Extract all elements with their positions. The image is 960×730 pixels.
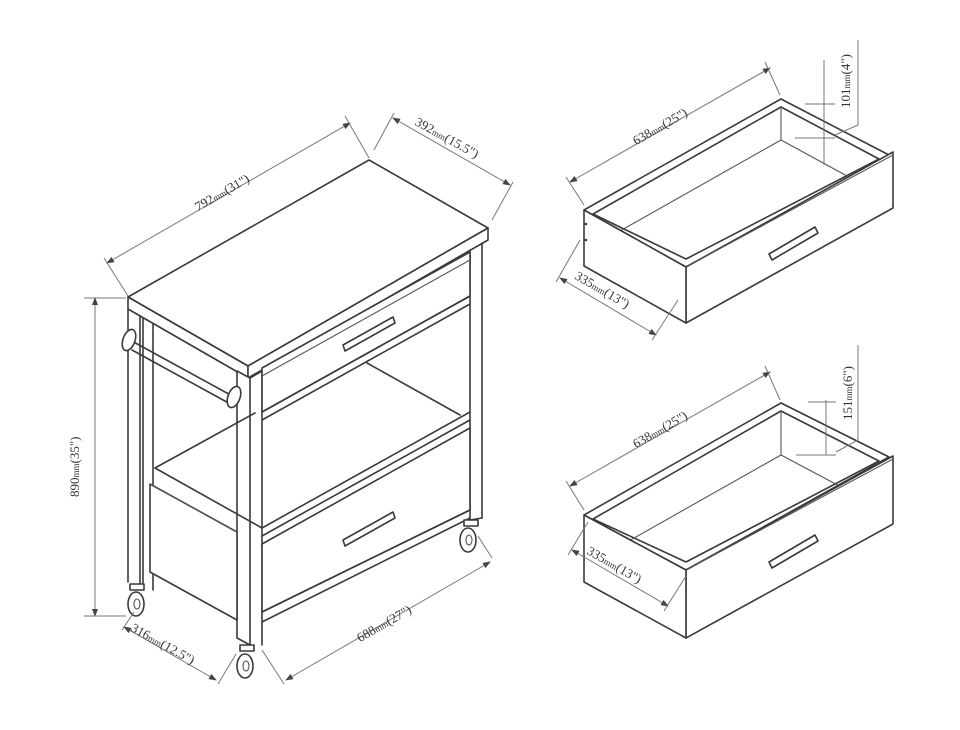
towel-bar: [121, 328, 242, 409]
drawer-top-height-label: 101mm(4"): [838, 54, 853, 108]
drawer-top: [583, 98, 894, 324]
cart-height-label: 890mm(35"): [67, 436, 82, 497]
kitchen-cart: [121, 159, 489, 679]
caster-wheels: [127, 519, 479, 679]
drawer-bottom-height-label: 151mm(6"): [840, 366, 855, 420]
drawer-bottom-dimension-lines: [565, 345, 859, 612]
drawer-top-dimension-lines: [555, 40, 859, 341]
cart-dimension-lines: [84, 112, 514, 685]
